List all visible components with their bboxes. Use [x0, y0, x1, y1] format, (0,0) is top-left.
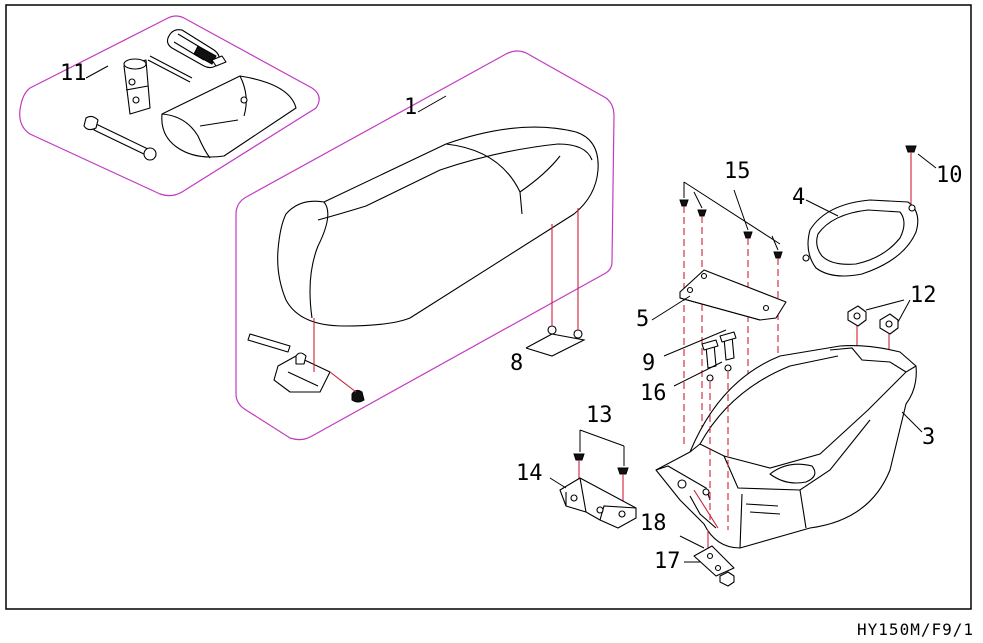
callout-8: 8 — [510, 351, 523, 376]
screwdriver-icon — [147, 29, 227, 83]
callout-5: 5 — [636, 307, 649, 332]
callout-17: 17 — [654, 549, 681, 574]
callout-3: 3 — [922, 425, 935, 450]
seat-hinge-icon — [247, 333, 365, 403]
lower-bracket-icon — [679, 535, 735, 587]
lower-nut-icon — [719, 571, 735, 587]
tool-pouch-icon — [161, 75, 297, 159]
callout-15: 15 — [724, 159, 751, 184]
seat-group — [235, 50, 615, 441]
battery-cover-screw-icon — [905, 145, 917, 153]
storage-box-guide — [709, 372, 729, 530]
battery-cover-icon — [802, 199, 919, 277]
seat-buffer-icon — [525, 325, 586, 357]
callout-14: 14 — [516, 461, 543, 486]
callout-12: 12 — [910, 283, 937, 308]
washer-icon — [724, 364, 732, 372]
washer-icon — [706, 374, 714, 382]
callout-10: 10 — [936, 163, 963, 188]
nuts-group — [847, 299, 911, 386]
screw-icon — [743, 231, 753, 239]
tool-kit-outline — [19, 15, 320, 197]
screw-icon — [697, 209, 707, 217]
callout-1: 1 — [404, 95, 417, 120]
bolts-group — [663, 329, 737, 387]
callout-13: 13 — [586, 403, 613, 428]
callout-16: 16 — [640, 381, 667, 406]
cover-screws-group — [679, 181, 783, 460]
bracket-screw-icon — [573, 453, 585, 461]
storage-box-icon — [655, 345, 917, 549]
seat-cushion-icon — [277, 126, 599, 327]
callout-4: 4 — [792, 185, 805, 210]
callout-9: 9 — [642, 351, 655, 376]
drawing-code: HY150M/F9/1 — [857, 620, 974, 639]
screw-icon — [773, 251, 783, 259]
mounting-bracket-icon — [559, 477, 637, 529]
callout-18: 18 — [640, 511, 667, 536]
spanner-icon — [83, 115, 157, 161]
hinge-guide-line — [313, 318, 357, 393]
seat-buffer-guide — [551, 208, 579, 330]
tool-kit-group — [19, 15, 320, 197]
drawing-frame — [5, 4, 972, 610]
callout-labels: 1 3 4 5 8 9 10 11 12 13 14 15 16 17 18 — [60, 61, 963, 574]
bracket-screw-icon — [617, 467, 629, 475]
seat-group-outline — [235, 50, 615, 441]
callout-11: 11 — [60, 61, 87, 86]
cover-plate-icon — [679, 269, 787, 321]
mounting-bracket-group — [549, 429, 637, 529]
screw-icon — [679, 199, 689, 207]
socket-wrench-icon — [123, 58, 151, 115]
